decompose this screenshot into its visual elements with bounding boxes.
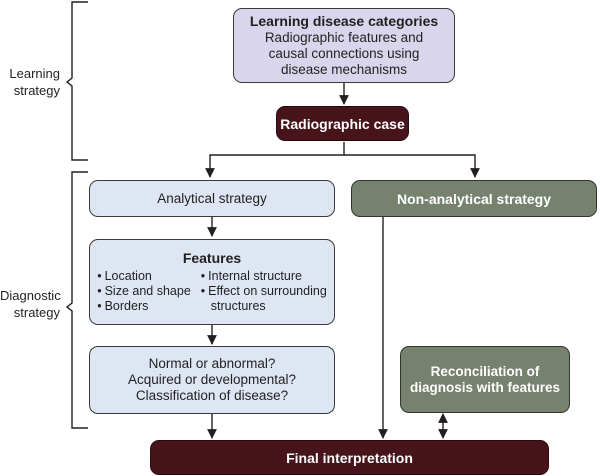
learning-categories-node: Learning disease categories Radiographic…: [233, 8, 455, 83]
final-interpretation-node: Final interpretation: [150, 440, 549, 475]
analytical-strategy-title: Analytical strategy: [157, 191, 267, 206]
arrow-case-to-analytical: [205, 142, 345, 178]
feature-item: Location: [97, 269, 191, 284]
learning-label-line: strategy: [13, 83, 60, 98]
question-line: Acquired or developmental?: [127, 372, 297, 387]
non-analytical-strategy-node: Non-analytical strategy: [351, 180, 597, 217]
final-interpretation-title: Final interpretation: [286, 449, 413, 466]
reconciliation-node: Reconciliation of diagnosis with feature…: [400, 346, 570, 413]
learning-categories-line: Radiographic features and: [264, 30, 424, 45]
feature-item: Internal structure: [201, 269, 327, 284]
question-line: Classification of disease?: [135, 388, 289, 403]
features-list: Location Size and shape Borders Internal…: [97, 269, 327, 314]
learning-categories-title: Learning disease categories: [249, 13, 439, 29]
analytical-strategy-node: Analytical strategy: [89, 180, 335, 217]
question-line: Normal or abnormal?: [148, 356, 276, 371]
features-node: Features Location Size and shape Borders…: [89, 239, 335, 325]
arrow-case-to-nonanalytical: [344, 154, 480, 178]
feature-item: Effect on surrounding: [201, 284, 327, 299]
learning-categories-line: causal connections using: [268, 46, 420, 61]
feature-item-continuation: structures: [210, 299, 266, 313]
learning-bracket: [65, 1, 88, 161]
features-column-2: Internal structure Effect on surrounding…: [201, 269, 327, 314]
learning-strategy-label: Learning strategy: [4, 65, 60, 99]
reconciliation-line: Reconciliation of: [430, 363, 540, 379]
diagnostic-bracket: [65, 171, 88, 429]
learning-categories-line: disease mechanisms: [280, 62, 408, 77]
feature-item: Borders: [97, 299, 191, 314]
radiographic-case-node: Radiographic case: [276, 106, 409, 141]
diagnostic-label-line: strategy: [13, 305, 60, 320]
reconciliation-line: diagnosis with features: [409, 379, 561, 395]
features-title: Features: [182, 250, 242, 266]
radiographic-case-title: Radiographic case: [280, 115, 405, 132]
diagnostic-label-line: Diagnostic: [0, 288, 61, 303]
classification-questions-node: Normal or abnormal? Acquired or developm…: [89, 346, 335, 414]
learning-label-line: Learning: [9, 66, 60, 81]
non-analytical-strategy-title: Non-analytical strategy: [396, 190, 552, 207]
features-column-1: Location Size and shape Borders: [97, 269, 191, 314]
feature-item: Size and shape: [97, 284, 191, 299]
diagnostic-strategy-label: Diagnostic strategy: [0, 287, 61, 321]
